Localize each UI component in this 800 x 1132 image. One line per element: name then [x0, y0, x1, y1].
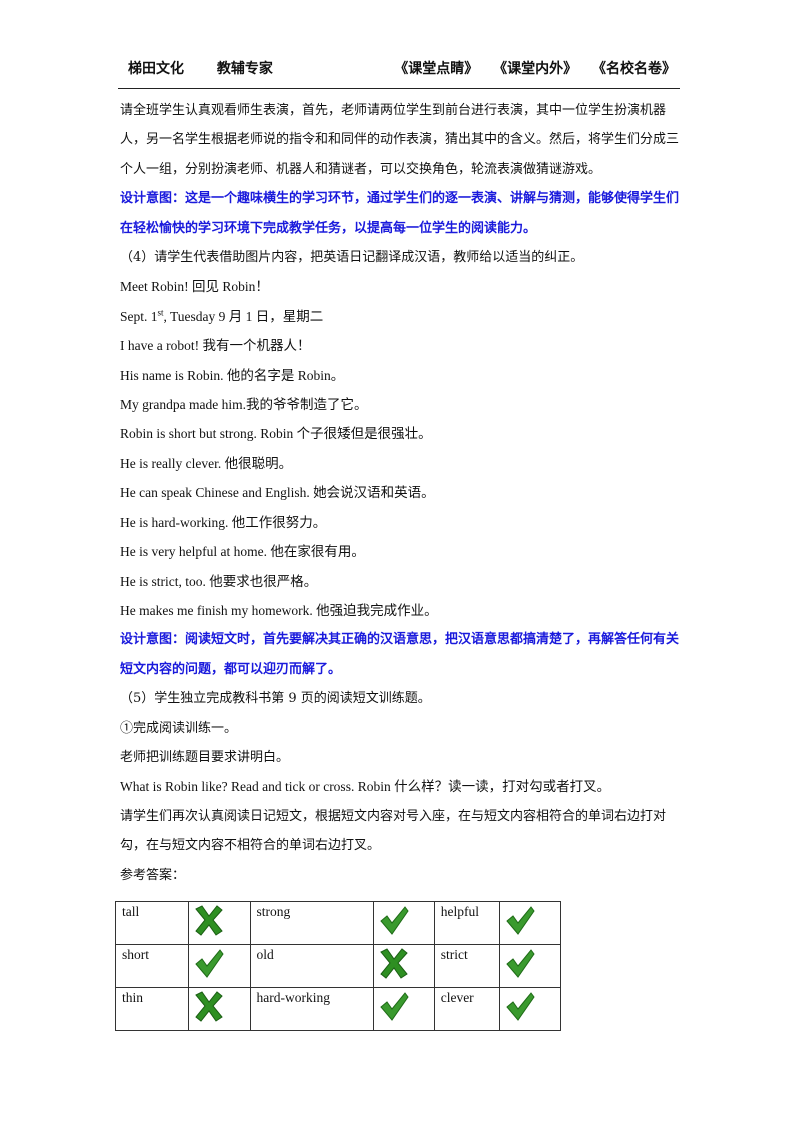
diary-line: He is very helpful at home. 他在家很有用。 — [120, 544, 365, 560]
design-intent-paragraph: 设计意图：阅读短文时，首先要解决其正确的汉语意思，把汉语意思都搞清楚了，再解答任… — [120, 632, 680, 677]
diary-line: He makes me finish my homework. 他强迫我完成作业… — [120, 602, 438, 618]
answer-word: clever — [433, 987, 500, 1031]
answer-mark — [188, 901, 251, 945]
answer-mark — [498, 901, 562, 945]
answer-word: short — [114, 944, 190, 988]
tick-icon — [379, 906, 409, 935]
step-4-paragraph: （4）请学生代表借助图片内容，把英语日记翻译成汉语，教师给以适当的纠正。 — [120, 250, 584, 266]
answer-mark — [498, 987, 562, 1031]
diary-date: Sept. 1 — [120, 308, 158, 324]
step-5-paragraph: （5）学生独立完成教科书第 9 页的阅读短文训练题。 — [120, 691, 431, 707]
diary-line: He is hard-working. 他工作很努力。 — [120, 514, 327, 530]
cross-icon — [195, 991, 224, 1022]
answer-mark — [188, 944, 251, 988]
series-title: 《课堂点睛》 — [394, 61, 479, 77]
answer-word: strong — [249, 901, 374, 945]
tick-icon — [506, 992, 535, 1021]
cross-icon — [195, 905, 224, 936]
diary-line: Robin is short but strong. Robin 个子很矮但是很… — [120, 426, 432, 442]
series-title: 《课堂内外》 — [493, 61, 578, 77]
answer-word: strict — [433, 944, 500, 988]
tick-icon — [379, 992, 409, 1021]
instruction-paragraph: 请学生们再次认真阅读日记短文，根据短文内容对号入座，在与短文内容相符合的单词右边… — [120, 808, 667, 854]
answer-word: hard-working — [249, 987, 374, 1031]
design-intent-paragraph: 设计意图：这是一个趣味横生的学习环节，通过学生们的逐一表演、讲解与猜测，能够使得… — [120, 191, 680, 236]
answer-mark — [372, 944, 435, 988]
document-body: 请全班学生认真观看师生表演，首先，老师请两位学生到前台进行表演，其中一位学生扮演… — [120, 96, 686, 890]
tick-icon — [506, 949, 535, 978]
diary-line: I have a robot! 我有一个机器人！ — [120, 338, 311, 354]
series-title: 《名校名卷》 — [592, 61, 676, 77]
diary-line: He is strict, too. 他要求也很严格。 — [120, 573, 318, 589]
answer-word: tall — [114, 901, 190, 945]
training-item: ①完成阅读训练一。 — [120, 720, 238, 736]
diary-line: Meet Robin! 回见 Robin！ — [120, 279, 269, 295]
brand-tagline: 教辅专家 — [216, 61, 273, 77]
answer-mark — [498, 944, 562, 988]
answer-word: thin — [114, 987, 190, 1031]
table-row: short old strict — [114, 944, 562, 988]
intro-paragraph: 请全班学生认真观看师生表演，首先，老师请两位学生到前台进行表演，其中一位学生扮演… — [120, 103, 680, 177]
answer-mark — [188, 987, 251, 1031]
page-header: 梯田文化 教辅专家 《课堂点睛》 《课堂内外》 《名校名卷》 — [118, 56, 680, 89]
question-line: What is Robin like? Read and tick or cro… — [120, 779, 611, 795]
diary-line: He can speak Chinese and English. 她会说汉语和… — [120, 485, 435, 501]
diary-date-line: Sept. 1st, Tuesday 9 月 1 日，星期二 — [120, 302, 686, 331]
diary-date-rest: , Tuesday 9 月 1 日，星期二 — [163, 308, 324, 324]
answer-word: old — [249, 944, 374, 988]
diary-line: He is really clever. 他很聪明。 — [120, 455, 293, 471]
table-row: thin hard-working clever — [114, 987, 562, 1031]
header-left: 梯田文化 教辅专家 — [128, 58, 301, 78]
header-right: 《课堂点睛》 《课堂内外》 《名校名卷》 — [384, 58, 676, 78]
answer-mark — [372, 987, 435, 1031]
table-row: tall strong helpful — [114, 901, 562, 945]
date-superscript: st — [157, 307, 164, 318]
diary-line: His name is Robin. 他的名字是 Robin。 — [120, 367, 345, 383]
teacher-note: 老师把训练题目要求讲明白。 — [120, 749, 290, 765]
answer-label: 参考答案： — [120, 867, 186, 883]
answer-table: tall strong helpful short old strict thin hard-… — [114, 901, 562, 1031]
cross-icon — [379, 948, 408, 979]
diary-line: My grandpa made him.我的爷爷制造了它。 — [120, 397, 368, 413]
tick-icon — [506, 906, 535, 935]
answer-mark — [372, 901, 435, 945]
answer-word: helpful — [433, 901, 500, 945]
tick-icon — [195, 949, 225, 978]
brand-name: 梯田文化 — [128, 61, 184, 77]
